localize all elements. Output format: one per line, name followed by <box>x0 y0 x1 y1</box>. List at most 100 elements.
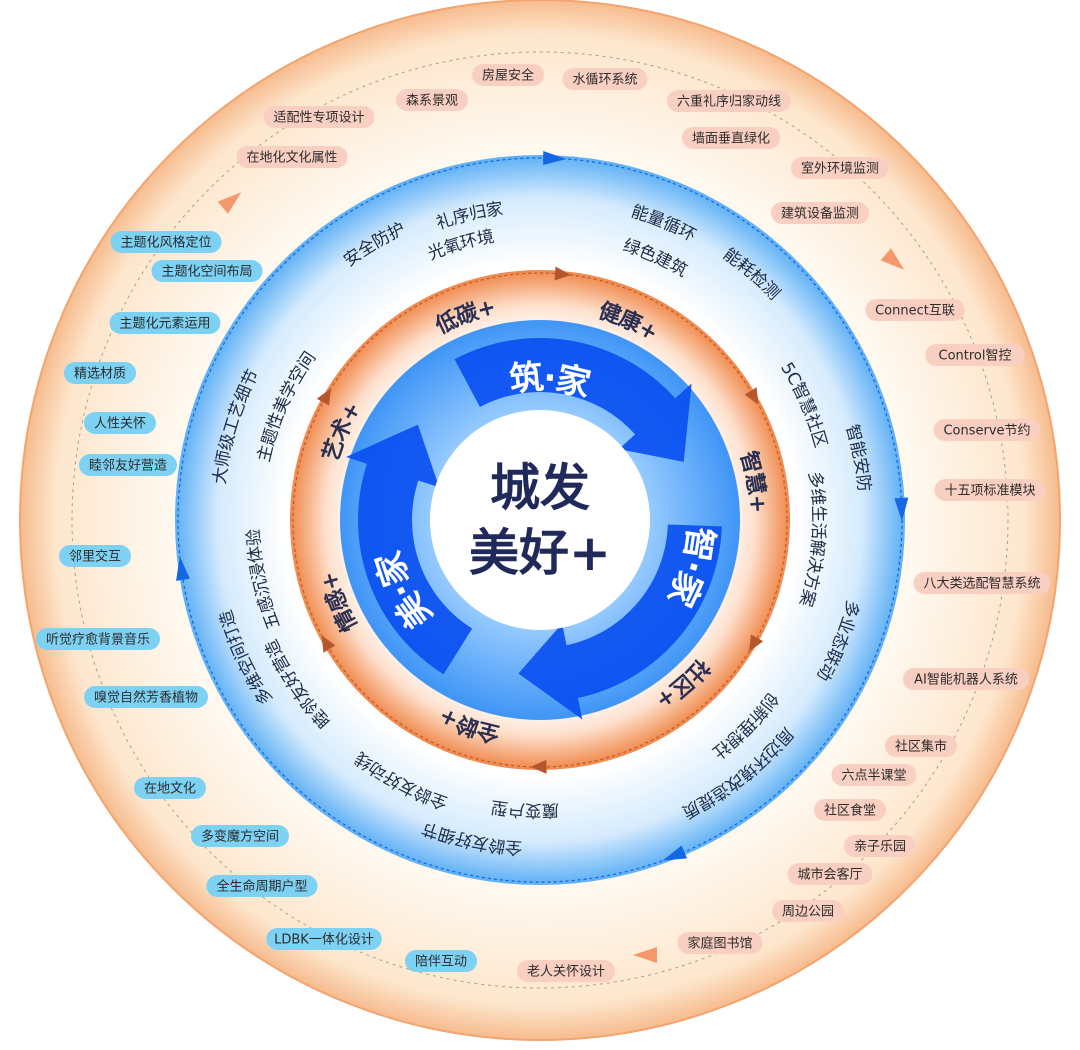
pill-background <box>933 419 1041 441</box>
outer-dashed-track <box>71 51 1009 989</box>
feature-pill-blue: 主题化元素运用 <box>109 312 221 334</box>
feature-pill-pink: 十五项标准模块 <box>934 479 1046 501</box>
cycle-arrow <box>345 424 473 675</box>
cycle-arrow <box>518 524 722 720</box>
pill-label: 陪伴互动 <box>415 955 467 970</box>
pill-label: Control智控 <box>939 349 1012 364</box>
direction-arrow-icon <box>554 266 571 281</box>
pill-label: Conserve节约 <box>943 424 1030 439</box>
pill-label: 六点半课堂 <box>841 769 906 784</box>
pill-label: 邻里交互 <box>69 549 121 565</box>
orange-ring-dashed-border <box>292 272 788 768</box>
pill-label: 水循环系统 <box>572 73 637 88</box>
pill-label: Connect互联 <box>875 304 955 319</box>
feature-pill-pink: 森系景观 <box>396 89 468 111</box>
pill-background <box>844 835 916 857</box>
feature-pill-pink: 在地化文化属性 <box>236 146 348 168</box>
pill-background <box>266 928 382 950</box>
pill-background <box>64 362 136 384</box>
feature-pill-blue: 睦邻友好营造 <box>79 454 177 476</box>
direction-arrow-icon <box>749 634 764 652</box>
pill-background <box>562 68 648 90</box>
pill-label: 老人关怀设计 <box>527 965 605 980</box>
pill-background <box>405 950 477 972</box>
pill-background <box>885 735 957 757</box>
pill-background <box>151 260 263 282</box>
feature-pill-blue: 听觉疗愈背景音乐 <box>36 628 160 650</box>
pill-label: 八大类选配智慧系统 <box>923 576 1040 592</box>
feature-pill-pink: 家庭图书馆 <box>677 932 763 954</box>
pill-label: 人性关怀 <box>94 417 146 432</box>
pill-background <box>902 668 1030 690</box>
pill-background <box>59 545 131 567</box>
pill-label: 主题化元素运用 <box>119 317 210 332</box>
pill-background <box>934 479 1046 501</box>
feature-pill-pink: 六点半课堂 <box>831 764 917 786</box>
pill-background <box>396 89 468 111</box>
inner-cycle-label: 筑·家 <box>508 357 595 405</box>
pill-background <box>771 202 869 224</box>
pill-label: 森系景观 <box>406 94 458 109</box>
pill-label: 房屋安全 <box>482 68 534 84</box>
pill-background <box>913 572 1051 594</box>
direction-arrow-icon <box>316 388 331 406</box>
pill-background <box>791 157 889 179</box>
pill-background <box>667 90 791 112</box>
feature-pill-blue: 人性关怀 <box>84 412 156 434</box>
pill-background <box>677 932 763 954</box>
pill-label: 周边公园 <box>782 905 834 920</box>
pill-label: AI智能机器人系统 <box>914 673 1018 688</box>
feature-pill-pink: 社区集市 <box>885 735 957 757</box>
pill-label: 在地文化 <box>144 782 196 797</box>
direction-arrow-icon <box>176 556 190 581</box>
pill-background <box>263 106 375 128</box>
pill-label: 亲子乐园 <box>854 840 906 855</box>
pill-label: 多变魔方空间 <box>201 829 279 845</box>
direction-arrow-icon <box>744 387 759 405</box>
flow-arrow-icon <box>217 192 242 214</box>
feature-pill-blue: 全生命周期户型 <box>206 875 318 897</box>
flow-arrow-icon <box>633 947 657 963</box>
pill-background <box>472 64 544 86</box>
feature-pill-blue: 邻里交互 <box>59 545 131 567</box>
pill-background <box>110 231 222 253</box>
pill-label: 十五项标准模块 <box>944 484 1035 499</box>
pill-background <box>236 146 348 168</box>
feature-pill-blue: 多变魔方空间 <box>191 825 289 847</box>
pill-label: 墙面垂直绿化 <box>692 132 770 147</box>
pill-label: 主题化空间布局 <box>161 265 252 280</box>
pill-label: 社区集市 <box>895 739 947 755</box>
pill-background <box>865 299 965 321</box>
feature-pill-pink: 建筑设备监测 <box>771 202 869 224</box>
cycle-arrows <box>345 338 722 720</box>
pill-label: 嗅觉自然芳香植物 <box>94 690 198 706</box>
pill-background <box>84 412 156 434</box>
direction-arrow-icon <box>530 759 547 774</box>
feature-pill-pink: 周边公园 <box>772 900 844 922</box>
pill-background <box>925 344 1025 366</box>
flow-arrow-icon <box>880 248 905 270</box>
pill-background <box>682 127 780 149</box>
feature-pill-pink: 水循环系统 <box>562 68 648 90</box>
pill-background <box>831 764 917 786</box>
feature-pill-blue: 主题化空间布局 <box>151 260 263 282</box>
feature-pill-pink: 六重礼序归家动线 <box>667 90 791 112</box>
direction-arrow-icon <box>662 845 688 861</box>
pill-label: 六重礼序归家动线 <box>677 94 781 110</box>
feature-pill-pink: 八大类选配智慧系统 <box>913 572 1051 594</box>
feature-pill-pink: 城市会客厅 <box>787 863 873 885</box>
center-title-line1: 城发 <box>490 459 590 517</box>
feature-pill-pink: 室外环境监测 <box>791 157 889 179</box>
pill-label: 城市会客厅 <box>797 867 862 883</box>
pill-background <box>772 900 844 922</box>
feature-pill-blue: 在地文化 <box>134 777 206 799</box>
feature-pill-pink: 社区食堂 <box>814 799 886 821</box>
pill-background <box>36 628 160 650</box>
feature-pill-pink: 亲子乐园 <box>844 835 916 857</box>
cycle-arrow <box>454 338 692 462</box>
feature-pill-pink: 房屋安全 <box>472 64 544 86</box>
pill-background <box>84 686 208 708</box>
pill-background <box>517 960 615 982</box>
feature-pill-pink: 墙面垂直绿化 <box>682 127 780 149</box>
